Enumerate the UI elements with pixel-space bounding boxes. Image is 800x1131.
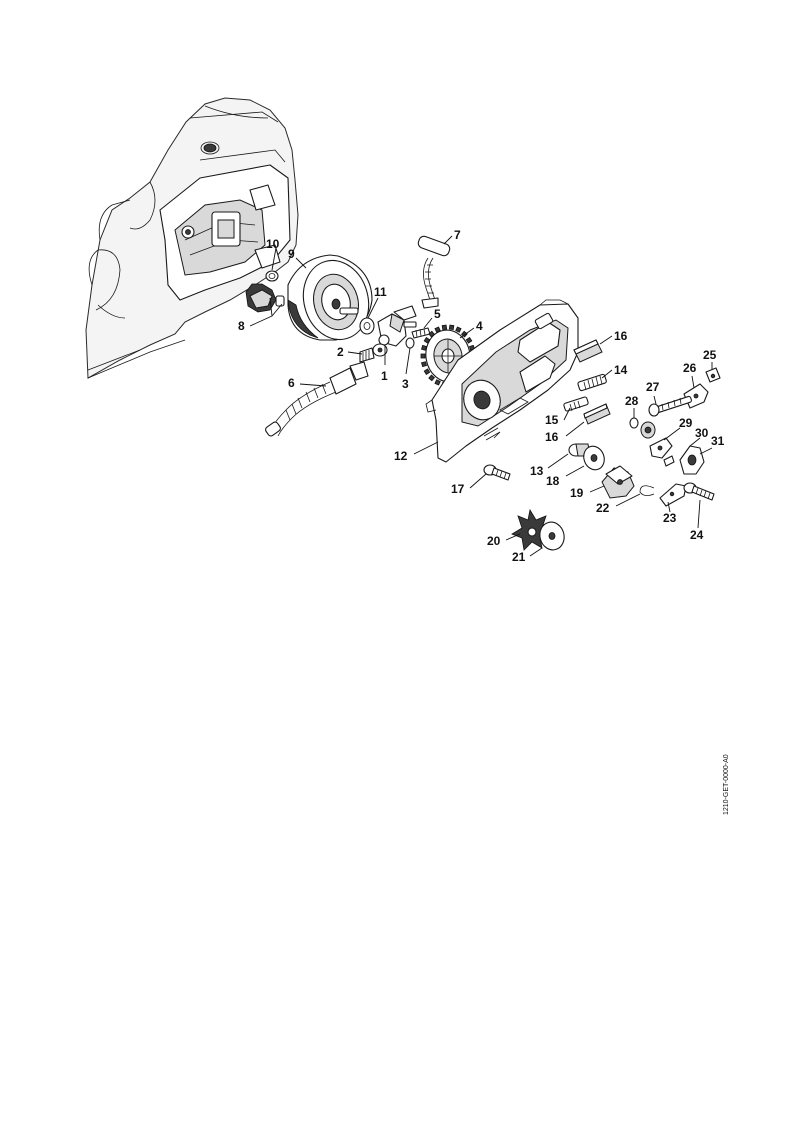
callout-10: 10 xyxy=(266,237,280,251)
callout-26: 26 xyxy=(683,361,697,375)
part-22-clip xyxy=(639,485,655,496)
callout-20: 20 xyxy=(487,534,501,548)
part-6-suction-hose xyxy=(265,361,369,437)
callout-30: 30 xyxy=(695,426,709,440)
reference-code: 1210-GET-0000-A0 xyxy=(723,754,730,815)
part-7-oil-hose xyxy=(417,235,451,309)
part-25-nut xyxy=(705,367,721,383)
callout-13: 13 xyxy=(530,464,544,478)
part-30-screw xyxy=(663,455,675,467)
part-23-plate xyxy=(659,483,687,507)
part-28-o-ring xyxy=(629,417,639,429)
callout-3: 3 xyxy=(402,377,409,391)
callout-9: 9 xyxy=(288,247,295,261)
callout-29: 29 xyxy=(679,416,693,430)
callout-25: 25 xyxy=(703,348,717,362)
callout-16-lower: 16 xyxy=(545,430,559,444)
part-9-clutch-drum xyxy=(287,254,373,341)
callout-19: 19 xyxy=(570,486,584,500)
callout-16-upper: 16 xyxy=(614,329,628,343)
callout-31: 31 xyxy=(711,434,725,448)
callout-15: 15 xyxy=(545,413,559,427)
callout-8: 8 xyxy=(238,319,245,333)
callout-4: 4 xyxy=(476,319,483,333)
part-31-tensioner xyxy=(679,445,705,475)
part-16-cap-upper xyxy=(573,339,603,363)
callout-23: 23 xyxy=(663,511,677,525)
part-24-screw xyxy=(683,482,715,501)
callout-2: 2 xyxy=(337,345,344,359)
callout-27: 27 xyxy=(646,380,660,394)
callout-12: 12 xyxy=(394,449,408,463)
part-27-bolt xyxy=(648,395,692,417)
callout-1: 1 xyxy=(381,369,388,383)
leader-lines xyxy=(249,235,713,557)
part-15-stud xyxy=(563,396,589,412)
callout-labels: 1 2 3 4 5 6 7 8 9 10 11 12 13 14 15 16 1… xyxy=(238,228,725,564)
callout-28: 28 xyxy=(625,394,639,408)
part-17-screw xyxy=(483,464,511,481)
part-4-gear xyxy=(420,324,476,388)
callout-18: 18 xyxy=(546,474,560,488)
callout-14: 14 xyxy=(614,363,628,377)
callout-22: 22 xyxy=(596,501,610,515)
machine-housing xyxy=(85,97,299,379)
part-29-plate xyxy=(649,437,673,459)
part-11-washer xyxy=(359,317,375,335)
callout-21: 21 xyxy=(512,550,526,564)
part-26-bracket xyxy=(683,383,709,409)
callout-6: 6 xyxy=(288,376,295,390)
callout-5: 5 xyxy=(434,307,441,321)
part-2-worm xyxy=(359,343,388,363)
part-28-gear-nut xyxy=(640,421,656,439)
part-1-oil-pump xyxy=(377,305,417,347)
callout-24: 24 xyxy=(690,528,704,542)
part-20-star-sprocket xyxy=(511,508,553,551)
part-10-ring xyxy=(265,270,279,282)
callout-7: 7 xyxy=(454,228,461,242)
part-5-screw xyxy=(411,327,431,339)
part-21-washer xyxy=(539,521,565,551)
callout-17: 17 xyxy=(451,482,465,496)
part-16-cap-lower xyxy=(583,403,611,425)
callout-11: 11 xyxy=(374,285,387,299)
part-14-stud xyxy=(577,373,607,392)
part-12-sprocket-cover xyxy=(425,299,579,463)
part-19-adjuster xyxy=(601,465,635,499)
part-3-o-ring xyxy=(405,337,415,349)
part-18-washer xyxy=(583,445,605,471)
